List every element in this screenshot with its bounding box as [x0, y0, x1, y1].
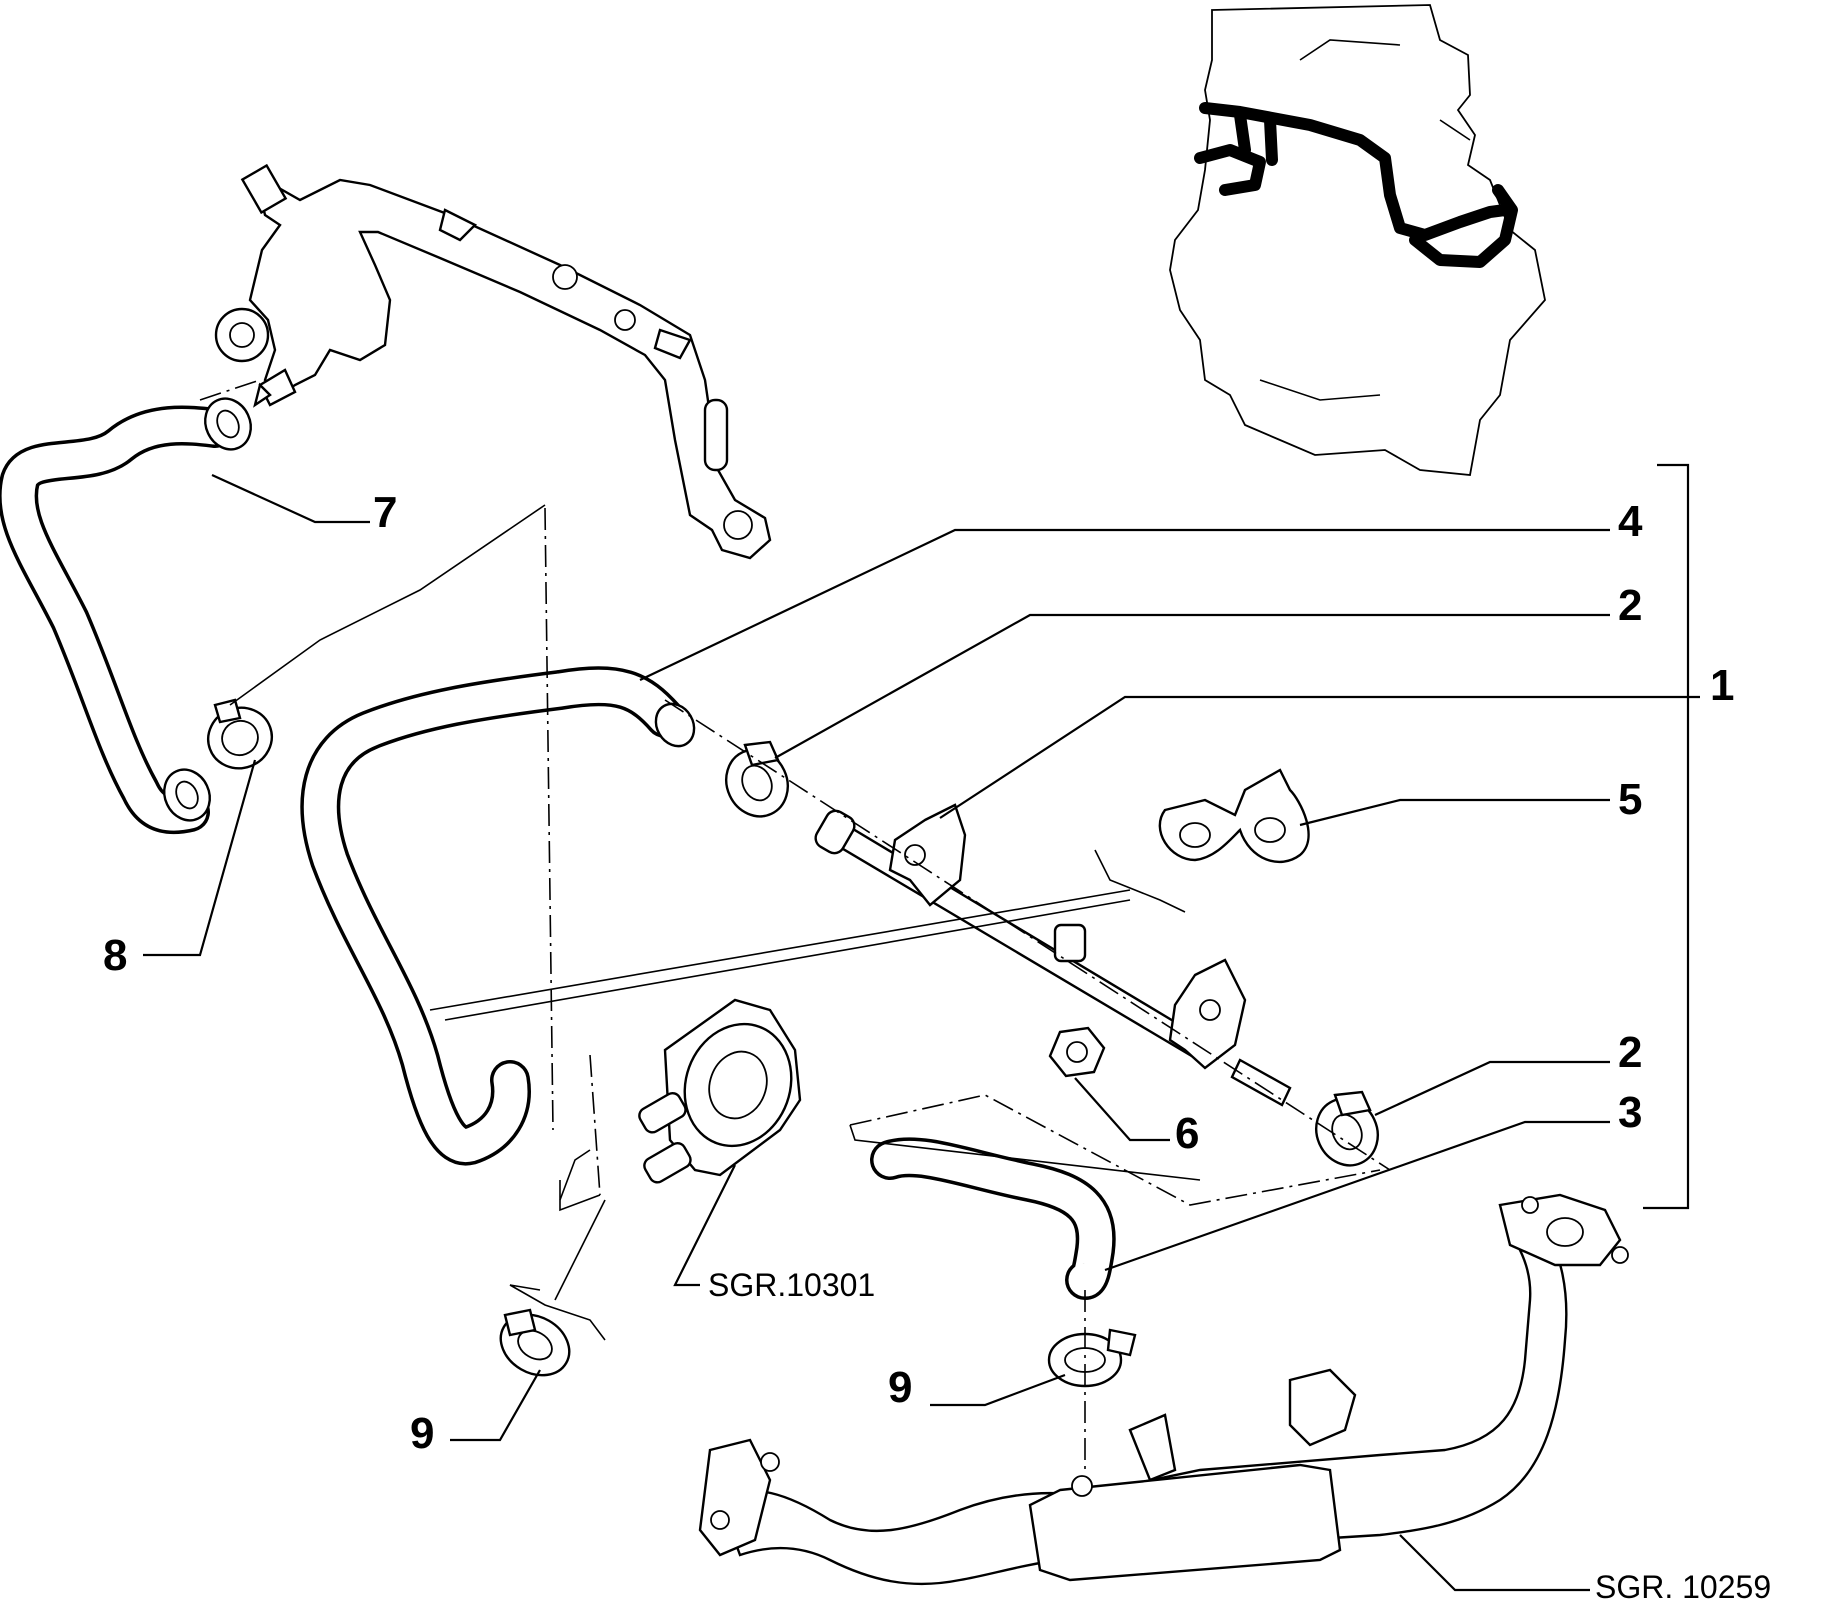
pipe-clip-5 [1158, 768, 1310, 864]
hose-3 [870, 1137, 1116, 1300]
hose-clamp-9-right [1047, 1328, 1137, 1388]
callout-5: 5 [1618, 775, 1642, 824]
axis-lines [199, 379, 1391, 1470]
callout-4: 4 [1618, 497, 1643, 546]
callout-2-lower: 2 [1618, 1028, 1642, 1077]
oil-cooler [638, 998, 802, 1184]
callout-7: 7 [373, 488, 397, 537]
ref-oil-cooler: SGR.10301 [708, 1267, 875, 1303]
callout-8: 8 [103, 931, 127, 980]
nut-6 [1048, 1026, 1106, 1078]
egr-cooler [698, 1193, 1629, 1586]
coolant-pipe-1 [814, 803, 1292, 1107]
leader-lines [143, 473, 1700, 1592]
callout-9-right: 9 [888, 1363, 912, 1412]
hose-clamp-8 [207, 698, 273, 770]
hose-7 [0, 382, 272, 835]
coolant-manifold [214, 163, 772, 560]
callout-1: 1 [1710, 661, 1734, 710]
callout-9-left: 9 [410, 1409, 434, 1458]
hose-clamp-2-upper [725, 740, 789, 818]
hose-clamp-2-lower [1315, 1090, 1379, 1167]
callout-2-upper: 2 [1618, 581, 1642, 630]
assembly-bracket-icon [1643, 463, 1690, 1210]
callout-3: 3 [1618, 1088, 1642, 1137]
callout-6: 6 [1175, 1109, 1199, 1158]
hose-clamp-9-left [499, 1308, 571, 1377]
engine-locator-icon [1169, 4, 1546, 476]
hose-4 [300, 666, 696, 1166]
ref-egr-cooler: SGR. 10259 [1595, 1569, 1771, 1605]
